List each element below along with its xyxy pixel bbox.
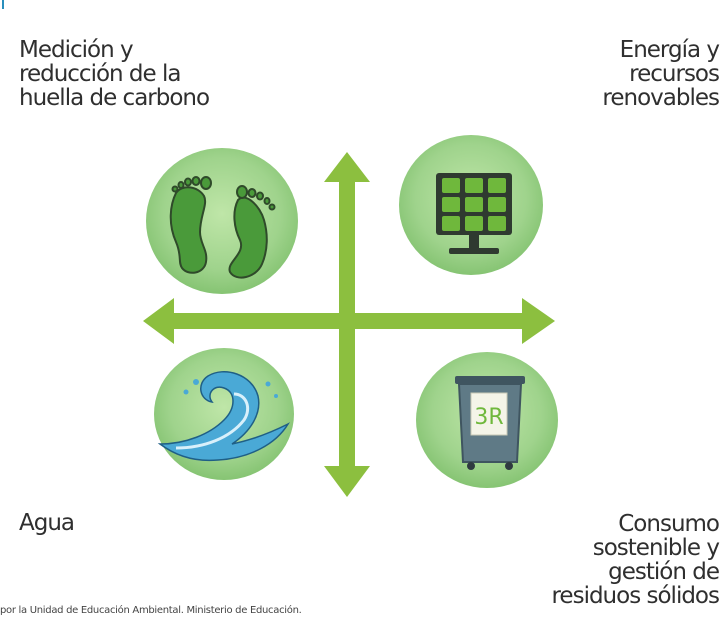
cross-arrows — [143, 152, 555, 497]
left-toe-2 — [191, 176, 201, 186]
panel-post — [469, 235, 479, 249]
panel-cell — [465, 216, 483, 231]
bin-lid — [455, 376, 525, 384]
panel-cell — [488, 178, 506, 193]
footprints-icon — [169, 176, 276, 279]
water-drop — [183, 389, 189, 395]
left-toe-4 — [177, 181, 185, 189]
horizontal-arrow-shaft — [170, 313, 526, 329]
left-toe-1 — [200, 176, 212, 190]
label-water: Agua — [19, 510, 75, 536]
panel-cell — [442, 178, 460, 193]
label-renewable-energy: Energía y recursos renovables — [602, 37, 720, 111]
panel-cells — [442, 178, 506, 231]
left-foot — [169, 186, 208, 274]
panel-cell — [465, 197, 483, 212]
arrow-head-left — [143, 298, 174, 344]
solar-panel-icon — [436, 173, 512, 254]
circle-top-left — [146, 148, 298, 294]
right-toe-1 — [236, 185, 248, 199]
left-toe-3 — [184, 177, 192, 187]
right-toe-5 — [268, 203, 276, 211]
label-sustainable-consumption: Consumo sostenible y gestión de residuos… — [551, 511, 720, 609]
water-drop — [265, 381, 271, 387]
right-toe-4 — [263, 197, 271, 205]
panel-cell — [442, 197, 460, 212]
water-drop — [193, 379, 199, 385]
wave-body — [157, 371, 290, 462]
panel-base — [449, 248, 499, 254]
bin-wheel — [505, 462, 513, 470]
wave-swirl — [175, 392, 250, 450]
arrow-head-right — [522, 298, 555, 344]
label-carbon-footprint: Medición y reducción de la huella de car… — [19, 37, 210, 111]
edge-mark — [2, 0, 4, 9]
arrow-head-up — [324, 152, 370, 182]
panel-cell — [465, 178, 483, 193]
water-drop — [274, 394, 278, 398]
bin-label-box — [470, 392, 508, 436]
right-toe-2 — [247, 188, 257, 198]
right-foot — [228, 196, 268, 279]
bin-badge-text: 3R — [474, 405, 503, 430]
source-credit: por la Unidad de Educación Ambiental. Mi… — [0, 605, 302, 616]
water-wave-icon — [157, 371, 290, 462]
recycling-bin-icon: 3R — [455, 376, 525, 470]
arrow-head-down — [324, 466, 370, 497]
panel-cell — [442, 216, 460, 231]
panel-cell — [488, 197, 506, 212]
left-toe-5 — [171, 185, 179, 193]
right-toe-3 — [256, 191, 264, 201]
bin-wheel — [467, 462, 475, 470]
panel-cell — [488, 216, 506, 231]
